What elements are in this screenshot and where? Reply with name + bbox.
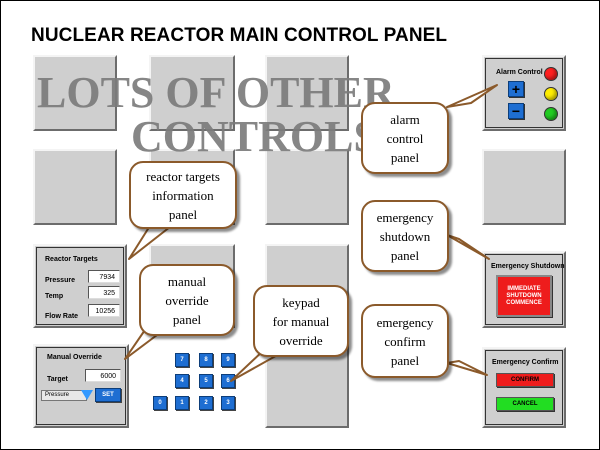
keypad-key[interactable]: 3 bbox=[221, 396, 235, 410]
overlay-text-line1: LOTS OF OTHER bbox=[37, 68, 395, 117]
keypad-key-zero[interactable]: 0 bbox=[153, 396, 167, 410]
cancel-button[interactable]: CANCEL bbox=[496, 397, 554, 411]
keypad-key[interactable]: 6 bbox=[221, 374, 235, 388]
emergency-shutdown-title: Emergency Shutdown bbox=[491, 263, 565, 270]
keypad-key[interactable]: 1 bbox=[175, 396, 189, 410]
pressure-label: Pressure bbox=[45, 277, 75, 284]
temp-label: Temp bbox=[45, 293, 64, 300]
page-title: NUCLEAR REACTOR MAIN CONTROL PANEL bbox=[31, 25, 448, 46]
overlay-text-line2: CONTROLS bbox=[131, 112, 378, 161]
keypad-key[interactable]: 5 bbox=[199, 374, 213, 388]
set-button[interactable]: SET bbox=[95, 388, 121, 402]
emergency-shutdown-panel: Emergency Shutdown IMMEDIATE SHUTDOWN CO… bbox=[482, 251, 566, 328]
callout-emergency-confirm: emergency confirm panel bbox=[361, 304, 449, 378]
manual-override-title: Manual Override bbox=[47, 354, 102, 361]
control-tile bbox=[482, 149, 566, 225]
immediate-shutdown-button[interactable]: IMMEDIATE SHUTDOWN COMMENCE bbox=[496, 275, 552, 317]
reactor-targets-title: Reactor Targets bbox=[45, 256, 98, 263]
minus-icon: − bbox=[511, 103, 521, 119]
plus-icon: + bbox=[511, 81, 521, 97]
parameter-select-value: Pressure bbox=[45, 392, 70, 398]
target-label: Target bbox=[47, 376, 68, 383]
emergency-confirm-title: Emergency Confirm bbox=[492, 359, 559, 366]
green-lamp-icon bbox=[544, 107, 558, 121]
callout-alarm-control: alarm control panel bbox=[361, 102, 449, 174]
callout-keypad: keypad for manual override bbox=[253, 285, 349, 357]
keypad-key[interactable]: 7 bbox=[175, 353, 189, 367]
callout-reactor-targets: reactor targets information panel bbox=[129, 161, 237, 229]
keypad-key[interactable]: 4 bbox=[175, 374, 189, 388]
callout-manual-override: manual override panel bbox=[139, 264, 235, 336]
confirm-button[interactable]: CONFIRM bbox=[496, 373, 554, 387]
alarm-plus-button[interactable]: + bbox=[508, 81, 524, 97]
pressure-value: 7934 bbox=[88, 270, 120, 283]
red-lamp-icon bbox=[544, 67, 558, 81]
keypad-key[interactable]: 2 bbox=[199, 396, 213, 410]
callout-emergency-shutdown: emergency shutdown panel bbox=[361, 200, 449, 272]
control-tile bbox=[33, 55, 117, 131]
reactor-targets-panel: Reactor Targets Pressure 7934 Temp 325 F… bbox=[33, 244, 127, 328]
temp-value: 325 bbox=[88, 286, 120, 299]
target-input[interactable]: 6000 bbox=[85, 369, 121, 382]
control-tile bbox=[265, 149, 349, 225]
manual-override-panel: Manual Override Target 6000 Pressure SET bbox=[33, 344, 129, 428]
keypad-key[interactable]: 9 bbox=[221, 353, 235, 367]
alarm-control-title: Alarm Control bbox=[496, 69, 543, 76]
flow-rate-value: 10256 bbox=[88, 304, 120, 317]
alarm-minus-button[interactable]: − bbox=[508, 103, 524, 119]
control-tile bbox=[149, 55, 235, 131]
control-tile bbox=[265, 55, 349, 131]
emergency-confirm-panel: Emergency Confirm CONFIRM CANCEL bbox=[482, 347, 566, 428]
confirm-callout-tail bbox=[446, 360, 488, 376]
flow-rate-label: Flow Rate bbox=[45, 313, 79, 320]
alarm-control-panel: Alarm Control + − bbox=[482, 55, 566, 131]
keypad-key[interactable]: 8 bbox=[199, 353, 213, 367]
control-tile bbox=[33, 149, 117, 225]
triangle-down-icon[interactable] bbox=[81, 390, 93, 400]
yellow-lamp-icon bbox=[544, 87, 558, 101]
